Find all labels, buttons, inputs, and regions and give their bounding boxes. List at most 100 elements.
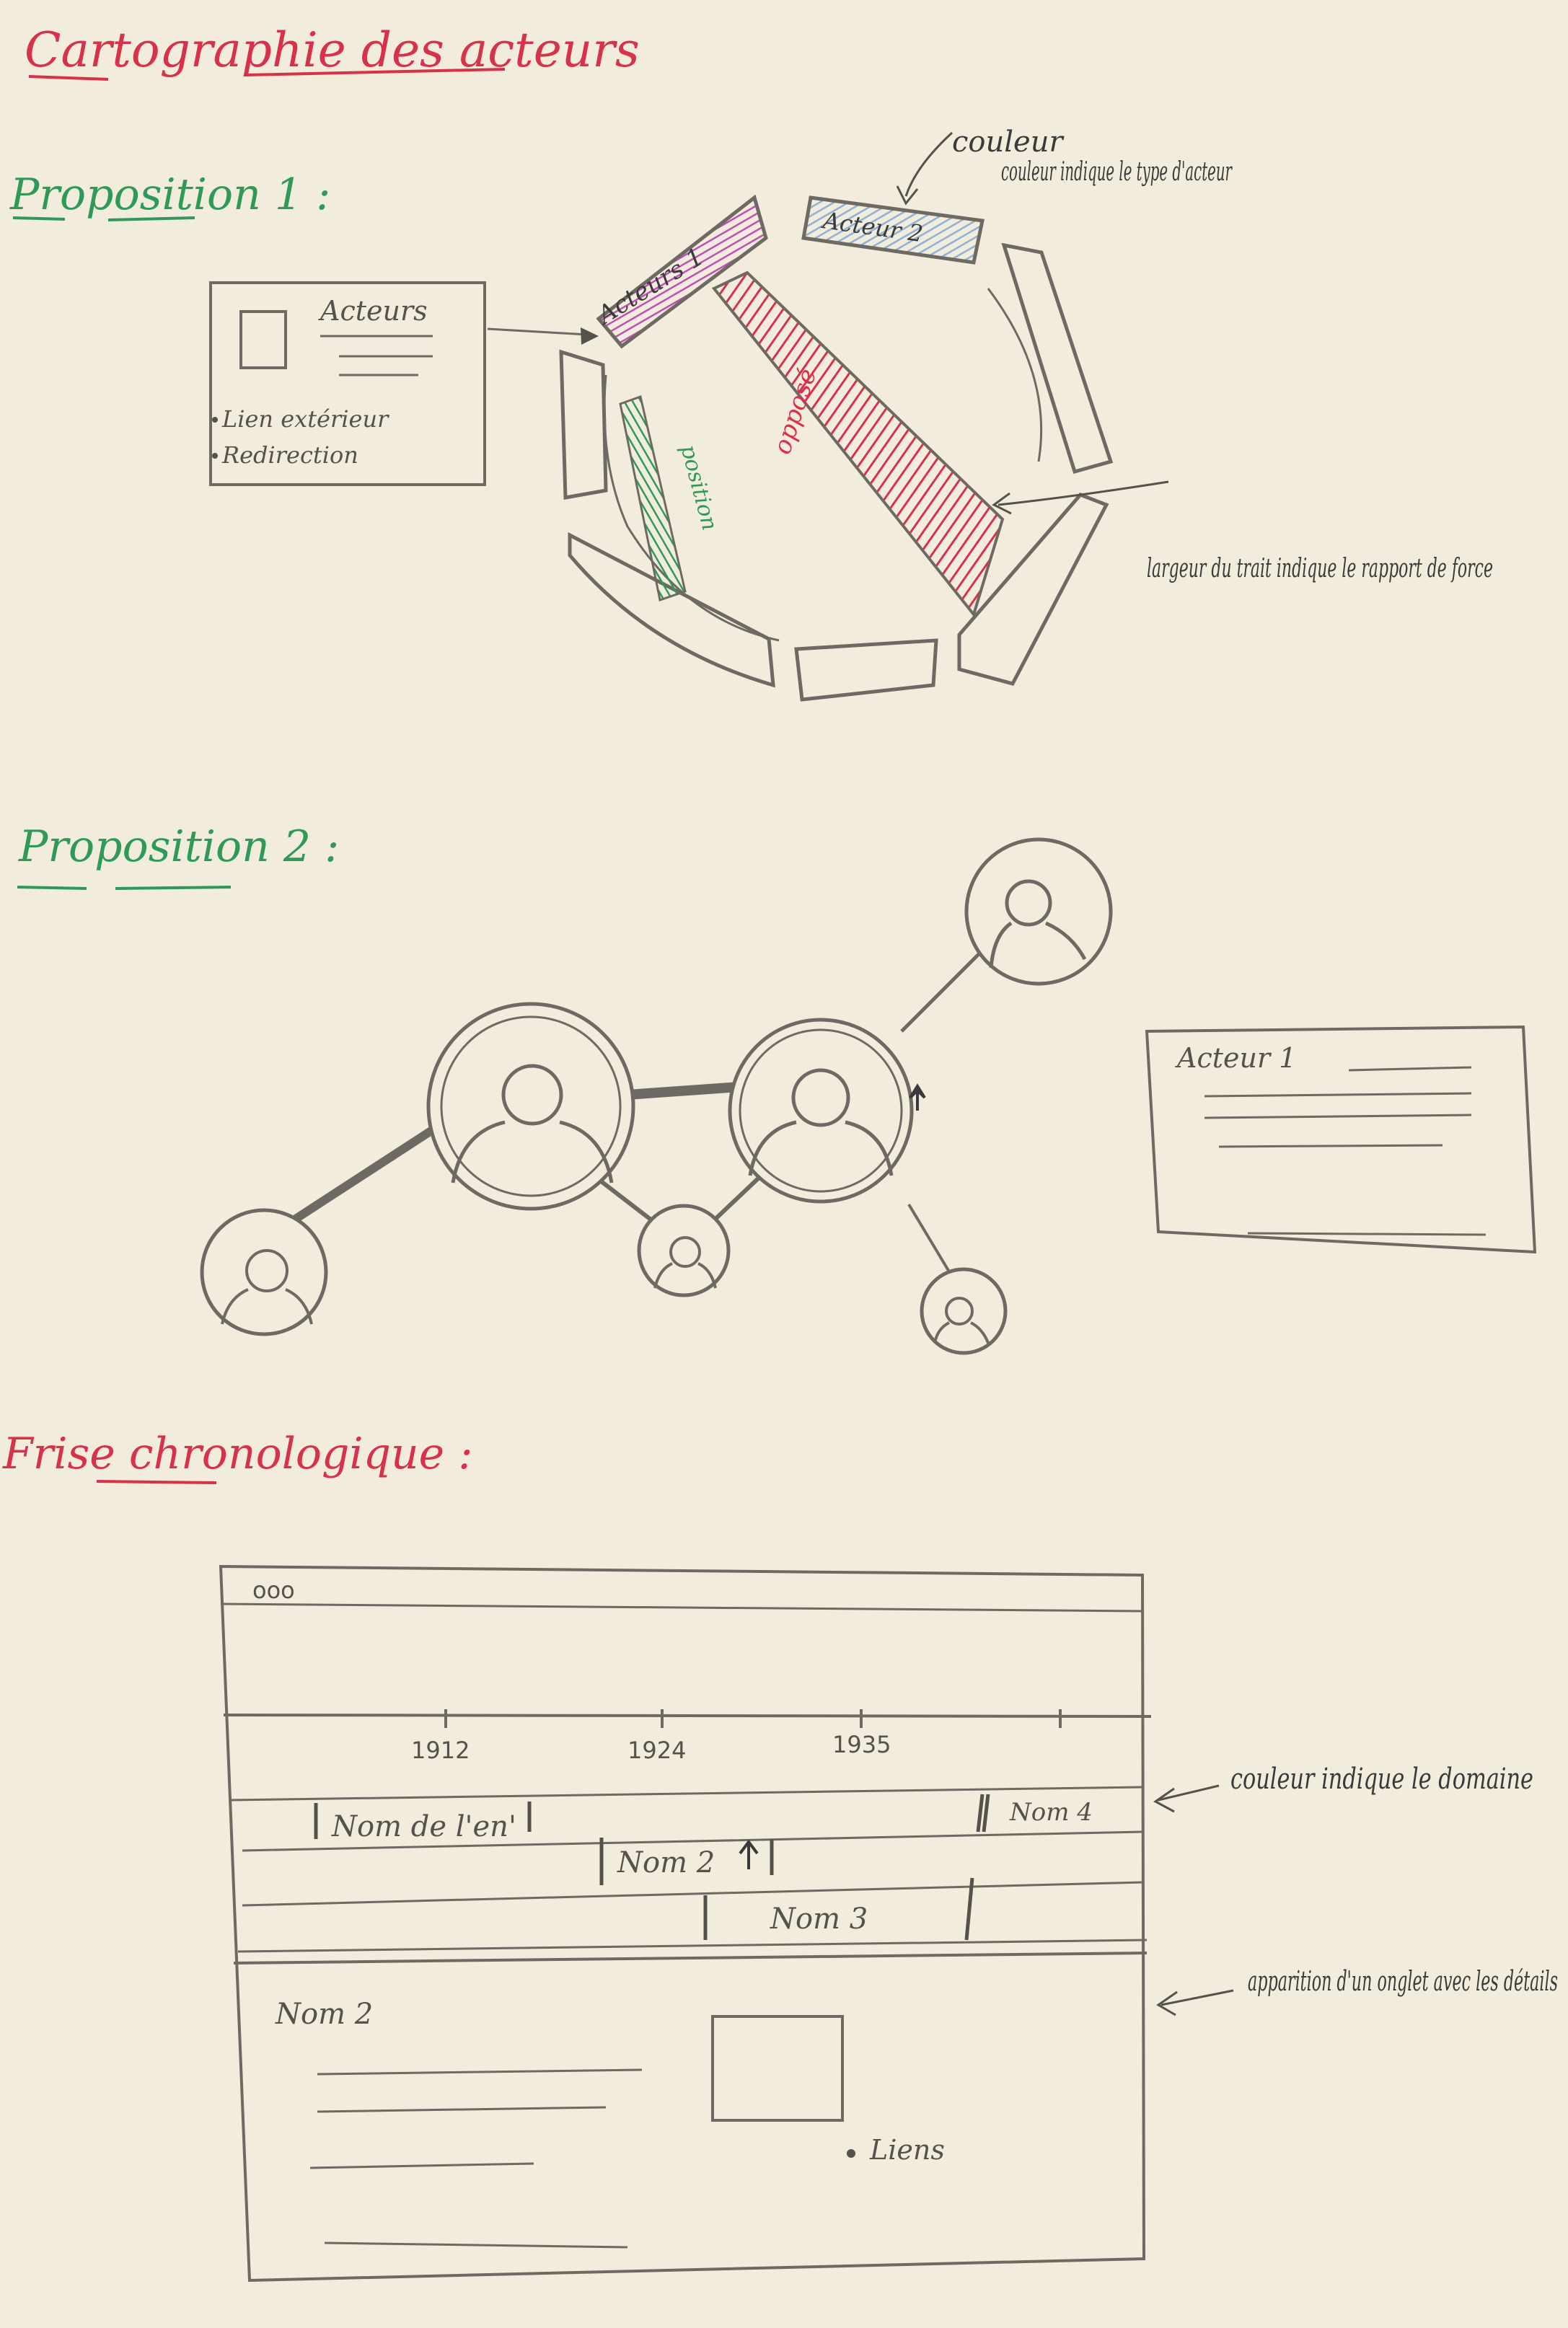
lane-line — [230, 1786, 1143, 1802]
lane-line — [242, 1830, 1143, 1852]
note-color-domain: couleur indique le domaine — [1230, 1763, 1533, 1796]
proposition2-heading: Proposition 2 : — [18, 821, 339, 872]
bullet-icon — [847, 2149, 855, 2158]
note-arrow — [904, 131, 953, 197]
window-frame — [219, 1564, 1146, 2283]
graph-node[interactable] — [920, 1267, 1008, 1355]
graph-node[interactable] — [426, 1002, 635, 1211]
timeline-axis — [223, 1714, 1152, 1718]
proposition1-underline — [12, 216, 195, 221]
graph-node[interactable] — [964, 837, 1113, 986]
ring-segment-actor2 — [801, 195, 985, 265]
axis-year-label: 1935 — [832, 1731, 891, 1758]
detail-line — [1247, 1232, 1486, 1236]
timeline-event[interactable]: Nom 4 — [976, 1794, 1093, 1833]
ring-segment — [957, 493, 1109, 686]
window-controls-icon: ooo — [252, 1577, 295, 1604]
event-label: Nom de l'en' — [331, 1810, 516, 1843]
cursor-icon — [909, 1083, 926, 1111]
ring-inner-arc — [987, 288, 1043, 462]
chord-opposition — [711, 270, 1005, 618]
connector-arrow-icon — [581, 327, 599, 345]
lane-line — [237, 1939, 1148, 1953]
event-label: Nom 2 — [617, 1846, 715, 1879]
detail-line — [1204, 1092, 1472, 1098]
proposition2-underline — [17, 886, 232, 890]
timeline-event[interactable]: Nom 3 — [703, 1877, 974, 1941]
detail-text-line — [317, 2068, 643, 2076]
ring-segment — [1001, 242, 1114, 475]
lane-line — [242, 1881, 1143, 1907]
person-icon — [221, 1249, 313, 1325]
detail-image-placeholder — [711, 2015, 844, 2122]
detail-panel-border — [233, 1952, 1148, 1965]
timeline-window: ooo 1912 1924 1935 Nom de l'en' Nom 2 — [219, 1564, 1152, 2283]
chord-position — [619, 395, 687, 601]
detail-line — [1204, 1114, 1472, 1119]
person-icon — [653, 1236, 717, 1289]
ring-segment — [559, 349, 608, 500]
bullet-icon — [212, 417, 218, 423]
note-detail-tab: apparition d'un onglet avec les détails — [1248, 1965, 1558, 1997]
detail-line — [1348, 1066, 1472, 1072]
chord-position-label: position — [675, 442, 722, 533]
person-icon — [451, 1064, 614, 1183]
proposition1-heading: Proposition 1 : — [9, 169, 330, 220]
graph-node[interactable] — [200, 1208, 328, 1336]
actor-card-frame — [209, 281, 486, 486]
bullet-icon — [212, 453, 218, 459]
graph-edge — [907, 1203, 953, 1278]
event-label: Nom 4 — [1009, 1798, 1093, 1827]
note-text: couleur — [952, 125, 1065, 159]
note-arrow-head-icon — [896, 185, 919, 206]
detail-text-line — [309, 2162, 534, 2169]
timeline-event[interactable]: Nom 2 — [599, 1838, 774, 1885]
detail-link[interactable]: Liens — [869, 2134, 945, 2166]
axis-year-label: 1924 — [627, 1737, 686, 1764]
graph-node[interactable] — [728, 1018, 926, 1204]
note-arrow — [997, 480, 1169, 506]
actor-card-title: Acteurs — [318, 295, 428, 327]
detail-text-line — [317, 2106, 607, 2113]
actor-card-photo — [239, 310, 287, 369]
card-connector — [487, 327, 589, 336]
note-arrow-head-icon — [1153, 1787, 1175, 1813]
cursor-icon — [739, 1839, 759, 1869]
title-underline — [28, 68, 506, 81]
window-titlebar-line — [220, 1602, 1143, 1613]
timeline-event[interactable]: Nom de l'en' — [314, 1802, 532, 1843]
person-icon — [933, 1297, 990, 1344]
note-color-type-line: couleur indique le type d'acteur — [1001, 157, 1233, 187]
chord-diagram: Acteurs 1 Acteur 2 opposé position — [559, 194, 1114, 702]
graph-edge — [293, 1121, 443, 1223]
note-arrow-head-icon — [992, 492, 1012, 515]
actor-card: Acteurs Lien extérieur Redirection — [209, 281, 486, 486]
event-detail-panel: Nom 2 Liens — [233, 1952, 1148, 2249]
note-arrow — [1160, 1989, 1234, 2006]
actor-detail-card: Acteur 1 — [1145, 1025, 1537, 1254]
axis-year-label: 1912 — [411, 1737, 470, 1764]
person-icon — [748, 1068, 894, 1176]
actor-detail-card-frame — [1145, 1025, 1537, 1254]
event-label: Nom 3 — [770, 1902, 868, 1936]
ring-segment — [794, 638, 938, 702]
page-title: Cartographie des acteurs — [25, 22, 640, 78]
actor-card-item: Redirection — [221, 441, 358, 469]
actor-card-item: Lien extérieur — [221, 405, 389, 433]
actor-detail-card-title: Acteur 1 — [1175, 1042, 1296, 1074]
note-stroke-width: largeur du trait indique le rapport de f… — [1147, 554, 1493, 583]
ring-inner-arc — [603, 374, 780, 642]
note-arrow-head-icon — [1156, 1990, 1178, 2016]
ring-segment-actor1 — [596, 194, 768, 349]
person-icon — [989, 879, 1087, 969]
network-graph — [200, 837, 1113, 1355]
frise-underline — [96, 1480, 217, 1484]
note-color-type: couleur — [952, 125, 1065, 159]
graph-node[interactable] — [637, 1204, 731, 1297]
detail-text-line — [324, 2241, 628, 2249]
graph-edge — [627, 1081, 751, 1100]
graph-edge — [900, 951, 982, 1033]
note-arrow — [1158, 1784, 1220, 1802]
frise-heading: Frise chronologique : — [2, 1429, 472, 1479]
